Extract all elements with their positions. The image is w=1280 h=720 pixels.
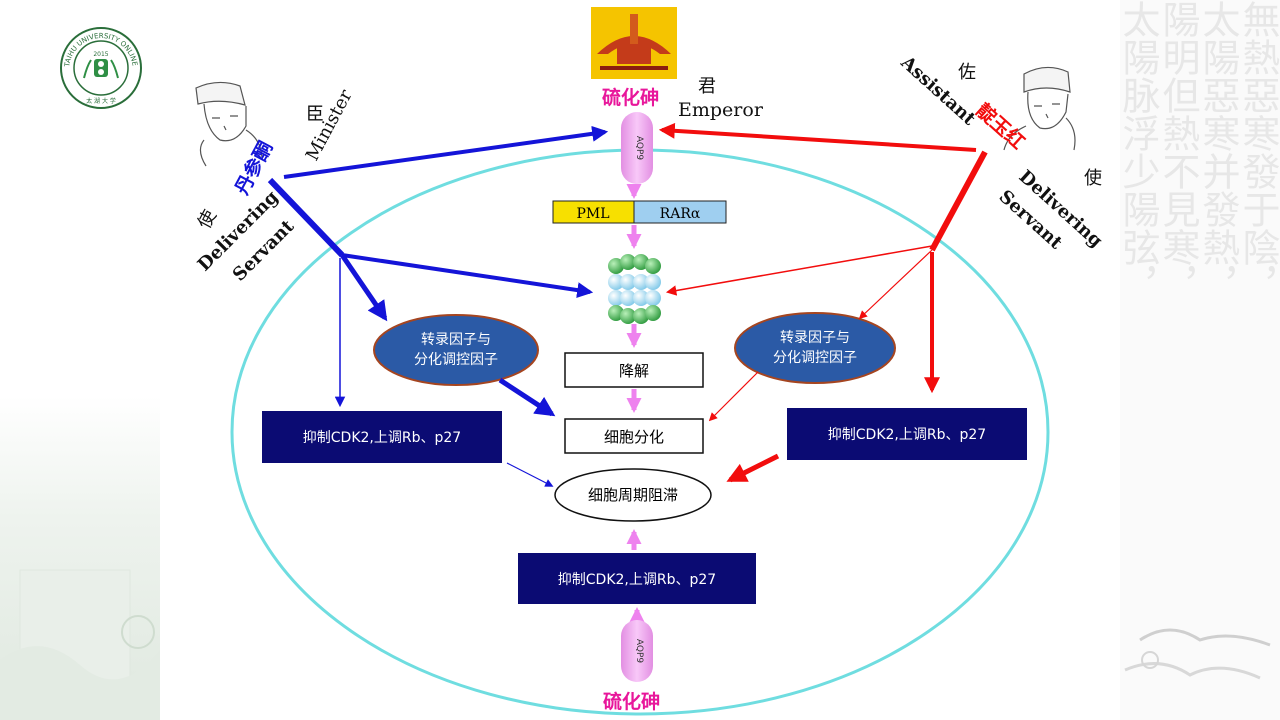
bottom-cdk2-label: 抑制CDK2,上调Rb、p27 — [558, 572, 716, 588]
right-cdk2-label: 抑制CDK2,上调Rb、p27 — [828, 427, 986, 443]
assistant-role-cn: 佐 — [958, 62, 976, 83]
left-cdk2-box — [262, 411, 502, 463]
left-cdk2-label: 抑制CDK2,上调Rb、p27 — [303, 430, 461, 446]
degradation-box — [564, 352, 704, 388]
differentiation-label: 细胞分化 — [604, 428, 664, 446]
right-cdk2-box — [787, 408, 1027, 460]
cell-cycle-arrest-label: 细胞周期阻滞 — [588, 486, 678, 504]
minister-role-cn: 臣 — [306, 104, 324, 125]
minister-arrows — [267, 125, 609, 487]
rara-label: RARα — [660, 206, 701, 222]
bg-text-col: 陽明但熱不見寒， — [1156, 0, 1200, 304]
aqp9-label-top: AQP9 — [634, 136, 644, 161]
cloud-ornament — [1124, 628, 1271, 680]
emperor-role-en: Emperor — [678, 99, 764, 121]
bottom-drug-label: 硫化砷 — [603, 690, 660, 713]
differentiation-box — [564, 418, 704, 454]
bottom-cdk2-box — [518, 553, 756, 604]
building-watermark — [0, 569, 160, 720]
bg-text-col: 無熱惡寒發于陰， — [1236, 0, 1280, 304]
bg-text-col: 太陽惡寒并發熱， — [1196, 0, 1240, 304]
bg-text-col: 太陽脉浮少陽弦， — [1120, 0, 1160, 304]
logo-year: 2015 — [93, 51, 108, 58]
right-servant-role-cn: 使 — [1084, 168, 1102, 189]
cell-cycle-arrest-ellipse — [554, 468, 712, 522]
assistant-drug-label: 靛玉红 — [972, 99, 1030, 154]
aqp9-label-bottom: AQP9 — [634, 639, 644, 664]
left-ellipse-line2: 分化调控因子 — [414, 352, 498, 368]
emperor-drug-label: 硫化砷 — [602, 86, 659, 109]
assistant-figure-icon — [1003, 66, 1076, 151]
left-transcription-factor-ellipse — [373, 314, 539, 386]
minister-role-en: Minister — [302, 86, 357, 164]
left-ellipse-line1: 转录因子与 — [421, 332, 491, 348]
minister-figure-icon — [195, 81, 263, 167]
emperor-role-cn: 君 — [698, 76, 716, 97]
right-decorative-panel: 無熱惡寒發于陰， 太陽惡寒并發熱， 陽明但熱不見寒， 太陽脉浮少陽弦， — [1120, 0, 1280, 720]
right-transcription-factor-ellipse — [734, 312, 896, 384]
emperor-palace-icon — [591, 7, 677, 79]
rara-box — [633, 200, 727, 224]
proteasome-icon — [608, 254, 661, 324]
degradation-label: 降解 — [619, 362, 649, 380]
pml-label: PML — [576, 206, 609, 222]
logo-text-bottom: 太 湖 大 学 — [86, 97, 116, 105]
left-decorative-panel: TAIHU UNIVERSITY ONLINE 2015 太 湖 大 学 — [0, 0, 160, 720]
assistant-arrows — [658, 122, 988, 483]
university-logo: TAIHU UNIVERSITY ONLINE 2015 太 湖 大 学 — [60, 27, 142, 109]
right-ellipse-line1: 转录因子与 — [780, 330, 850, 346]
aqp9-channel-top: AQP9 — [621, 112, 653, 184]
aqp9-channel-bottom: AQP9 — [621, 620, 653, 682]
left-servant-role-cn: 使 — [194, 207, 221, 233]
right-ellipse-line2: 分化调控因子 — [773, 350, 857, 366]
